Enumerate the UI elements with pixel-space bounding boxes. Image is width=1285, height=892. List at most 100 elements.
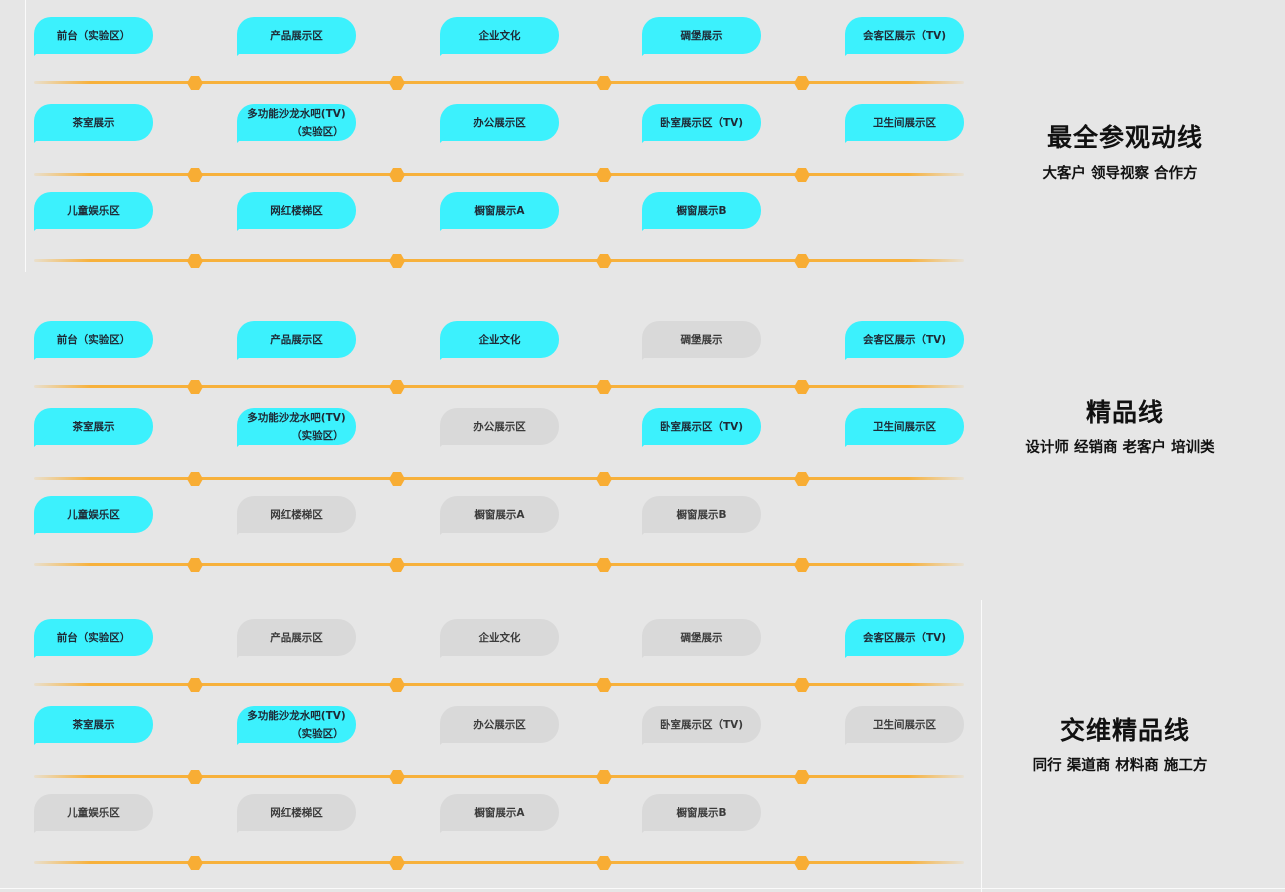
timeline-line bbox=[34, 775, 964, 778]
stop-label: 卫生间展示区 bbox=[873, 718, 936, 731]
stop-bubble: 茶室展示 bbox=[34, 104, 153, 141]
stop-label: 产品展示区 bbox=[270, 333, 323, 346]
stop-label-line2: （实验区） bbox=[291, 429, 344, 442]
stop-bubble: 前台（实验区） bbox=[34, 17, 153, 54]
stop-bubble: 多功能沙龙水吧(TV)（实验区） bbox=[237, 104, 356, 141]
stop-label: 网红楼梯区 bbox=[270, 204, 323, 217]
timeline-node bbox=[596, 168, 612, 182]
stop-label: 办公展示区 bbox=[473, 420, 526, 433]
stop-bubble: 橱窗展示A bbox=[440, 192, 559, 229]
stop-bubble: 前台（实验区） bbox=[34, 619, 153, 656]
route-subtitle: 同行 渠道商 材料商 施工方 bbox=[1032, 758, 1208, 774]
stop-label: 橱窗展示B bbox=[676, 806, 727, 819]
stop-label: 前台（实验区） bbox=[56, 29, 131, 42]
stop-bubble: 企业文化 bbox=[440, 17, 559, 54]
stop-label: 多功能沙龙水吧(TV) bbox=[247, 107, 346, 120]
timeline-node bbox=[187, 678, 203, 692]
stop-label: 橱窗展示A bbox=[474, 508, 525, 521]
timeline-node bbox=[389, 770, 405, 784]
timeline-node bbox=[794, 856, 810, 870]
route-subtitle: 设计师 经销商 老客户 培训类 bbox=[1025, 440, 1215, 456]
stop-bubble: 橱窗展示B bbox=[642, 192, 761, 229]
stop-label: 多功能沙龙水吧(TV) bbox=[247, 709, 346, 722]
stop-label: 橱窗展示B bbox=[676, 508, 727, 521]
route-subtitle: 大客户 领导视察 合作方 bbox=[1042, 166, 1198, 182]
stop-bubble: 前台（实验区） bbox=[34, 321, 153, 358]
stop-label: 网红楼梯区 bbox=[270, 508, 323, 521]
timeline-node bbox=[187, 472, 203, 486]
timeline-node bbox=[794, 254, 810, 268]
stop-bubble: 产品展示区 bbox=[237, 17, 356, 54]
stop-bubble: 办公展示区 bbox=[440, 408, 559, 445]
timeline-line bbox=[34, 683, 964, 686]
stop-label: 儿童娱乐区 bbox=[67, 508, 120, 521]
stop-bubble: 儿童娱乐区 bbox=[34, 794, 153, 831]
stop-label: 卫生间展示区 bbox=[873, 116, 936, 129]
stop-bubble: 卫生间展示区 bbox=[845, 706, 964, 743]
stop-bubble: 儿童娱乐区 bbox=[34, 192, 153, 229]
stop-bubble: 网红楼梯区 bbox=[237, 496, 356, 533]
stop-label: 卧室展示区（TV) bbox=[659, 718, 744, 731]
timeline-line bbox=[34, 81, 964, 84]
timeline-node bbox=[187, 380, 203, 394]
stop-bubble: 卧室展示区（TV) bbox=[642, 104, 761, 141]
stop-bubble: 多功能沙龙水吧(TV) （实验区） bbox=[237, 706, 356, 743]
timeline-node bbox=[794, 472, 810, 486]
stop-bubble: 会客区展示（TV) bbox=[845, 17, 964, 54]
stop-label: 茶室展示 bbox=[72, 718, 115, 731]
stop-bubble: 橱窗展示B bbox=[642, 496, 761, 533]
stop-label: 茶室展示 bbox=[72, 116, 115, 129]
timeline-node bbox=[596, 856, 612, 870]
stop-bubble: 茶室展示 bbox=[34, 408, 153, 445]
divider-line bbox=[25, 0, 26, 272]
route-title: 交维精品线 bbox=[1059, 716, 1190, 745]
stop-bubble: 卧室展示区（TV) bbox=[642, 706, 761, 743]
stop-label: 橱窗展示A bbox=[474, 806, 525, 819]
stop-label: 碉堡展示 bbox=[680, 333, 723, 346]
stop-label: 会客区展示（TV) bbox=[862, 631, 947, 644]
timeline-node bbox=[794, 558, 810, 572]
timeline-node bbox=[596, 770, 612, 784]
route-title: 最全参观动线 bbox=[1046, 123, 1203, 152]
stop-bubble: 碉堡展示 bbox=[642, 619, 761, 656]
route-title: 精品线 bbox=[1085, 398, 1164, 427]
stop-label: 橱窗展示B bbox=[676, 204, 727, 217]
timeline-node bbox=[389, 678, 405, 692]
stop-label: 儿童娱乐区 bbox=[67, 806, 120, 819]
timeline-node bbox=[187, 856, 203, 870]
timeline-node bbox=[389, 76, 405, 90]
stop-bubble: 产品展示区 bbox=[237, 321, 356, 358]
stop-label-line2: （实验区） bbox=[291, 727, 344, 740]
timeline-node bbox=[389, 856, 405, 870]
stop-label: 前台（实验区） bbox=[56, 333, 131, 346]
timeline-node bbox=[794, 76, 810, 90]
stop-bubble: 产品展示区 bbox=[237, 619, 356, 656]
stop-bubble: 会客区展示（TV) bbox=[845, 321, 964, 358]
stop-label: 儿童娱乐区 bbox=[67, 204, 120, 217]
stop-bubble: 卫生间展示区 bbox=[845, 104, 964, 141]
stop-label: 前台（实验区） bbox=[56, 631, 131, 644]
timeline-node bbox=[389, 380, 405, 394]
divider-line bbox=[0, 888, 1285, 889]
timeline-node bbox=[389, 558, 405, 572]
stop-label: 会客区展示（TV) bbox=[862, 333, 947, 346]
route-section: 前台（实验区） 产品展示区 企业文化 碉堡展示 会客区展示（TV) 茶室展示 多功能沙龙水吧… bbox=[0, 0, 1285, 290]
stop-label: 多功能沙龙水吧(TV) bbox=[247, 411, 346, 424]
route-section: 前台（实验区） 产品展示区 企业文化 碉堡展示 会客区展示（TV) 茶室展示 多功能沙龙水吧… bbox=[0, 602, 1285, 892]
stop-label: 企业文化 bbox=[478, 631, 521, 644]
stop-label: 碉堡展示 bbox=[680, 631, 723, 644]
timeline-node bbox=[389, 472, 405, 486]
stop-bubble: 碉堡展示 bbox=[642, 17, 761, 54]
timeline-node bbox=[187, 770, 203, 784]
stop-label: 办公展示区 bbox=[473, 116, 526, 129]
timeline-node bbox=[794, 678, 810, 692]
timeline-node bbox=[794, 380, 810, 394]
stop-bubble: 网红楼梯区 bbox=[237, 794, 356, 831]
stop-label: 产品展示区 bbox=[270, 631, 323, 644]
timeline-line bbox=[34, 385, 964, 388]
timeline-node bbox=[794, 770, 810, 784]
stop-label: 茶室展示 bbox=[72, 420, 115, 433]
stop-bubble: 橱窗展示B bbox=[642, 794, 761, 831]
timeline-node bbox=[187, 76, 203, 90]
stop-bubble: 橱窗展示A bbox=[440, 794, 559, 831]
